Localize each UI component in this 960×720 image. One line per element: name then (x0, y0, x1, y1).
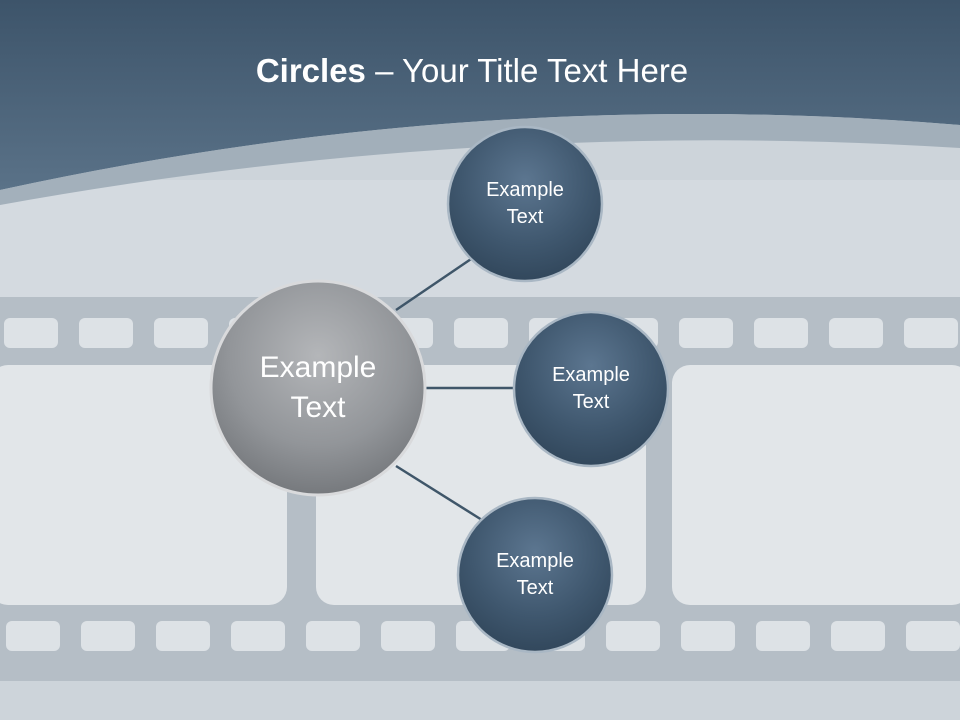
node-circle-1 (446, 125, 604, 283)
node-1-line1: Example (486, 179, 564, 201)
center-node-label: Example Text (210, 282, 426, 494)
center-circle (209, 279, 427, 497)
node-3-line1: Example (496, 550, 574, 572)
connector-lines (395, 255, 515, 522)
slide-title-bold: Circles (255, 52, 366, 89)
node-2-label: Example Text (514, 312, 668, 466)
node-circle-2 (512, 310, 670, 468)
node-circle-3 (456, 496, 614, 654)
slide-title: Circles – Your Title Text Here (0, 52, 944, 90)
node-1-line2: Text (506, 206, 544, 228)
center-node-line1: Example (259, 350, 377, 384)
slide-title-rest: – Your Title Text Here (365, 52, 689, 89)
center-node-line2: Text (290, 391, 346, 424)
node-2-line2: Text (572, 391, 610, 413)
node-2-line1: Example (552, 364, 630, 386)
node-3-line2: Text (516, 577, 554, 599)
header-band (0, 0, 960, 205)
node-3-label: Example Text (458, 498, 612, 652)
node-1-label: Example Text (448, 127, 602, 281)
